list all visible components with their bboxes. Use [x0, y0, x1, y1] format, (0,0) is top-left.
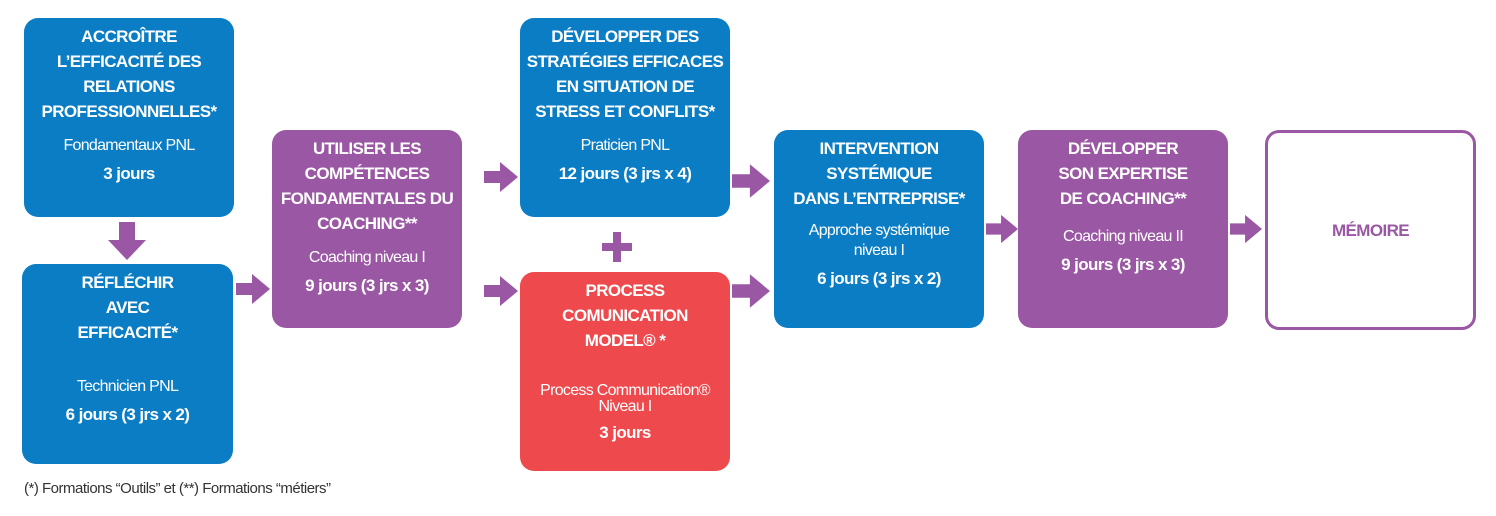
box-subtitle: Praticien PNL — [580, 137, 670, 154]
box-duration: 3 jours — [599, 423, 651, 442]
box-title: RÉFLÉCHIR AVEC EFFICACITÉ* — [77, 273, 178, 342]
box-subtitle: Coaching niveau II — [1063, 228, 1184, 245]
box-subtitle: Coaching niveau I — [308, 249, 426, 266]
arrow-right-icon — [1230, 214, 1262, 244]
arrow-right-icon — [732, 274, 770, 308]
box-relations-professionnelles: ACCROÎTRE L’EFFICACITÉ DES RELATIONS PRO… — [24, 18, 234, 217]
box-subtitle: Fondamentaux PNL — [63, 137, 195, 154]
box-process-communication: PROCESS COMUNICATION MODEL® * Process Co… — [520, 272, 730, 471]
box-subtitle: Approche systémique niveau I — [808, 222, 950, 259]
plus-icon — [602, 232, 632, 262]
arrow-right-icon — [484, 276, 518, 306]
box-duration: 3 jours — [103, 164, 155, 183]
box-memoire: MÉMOIRE — [1265, 130, 1476, 330]
box-subtitle: Process Communication® Niveau I — [540, 382, 710, 415]
arrow-right-icon — [732, 164, 770, 198]
box-title: ACCROÎTRE L’EFFICACITÉ DES RELATIONS PRO… — [41, 27, 218, 121]
box-title: INTERVENTION SYSTÉMIQUE DANS L’ENTREPRIS… — [793, 139, 965, 208]
box-strategies: DÉVELOPPER DES STRATÉGIES EFFICACES EN S… — [520, 18, 730, 217]
box-coaching-2: DÉVELOPPER SON EXPERTISE DE COACHING** C… — [1018, 130, 1228, 328]
box-duration: 6 jours (3 jrs x 2) — [817, 269, 941, 288]
box-title: UTILISER LES COMPÉTENCES FONDAMENTALES D… — [280, 139, 454, 233]
footnote: (*) Formations “Outils” et (**) Formatio… — [24, 480, 331, 497]
box-title: DÉVELOPPER DES STRATÉGIES EFFICACES EN S… — [526, 27, 724, 121]
arrow-right-icon — [986, 214, 1018, 244]
arrow-right-icon — [236, 274, 270, 304]
box-duration: 9 jours (3 jrs x 3) — [305, 276, 429, 295]
box-reflechir: RÉFLÉCHIR AVEC EFFICACITÉ* Technicien PN… — [22, 264, 233, 464]
box-title: DÉVELOPPER SON EXPERTISE DE COACHING** — [1058, 139, 1188, 208]
arrow-down-icon — [108, 222, 146, 260]
box-duration: 6 jours (3 jrs x 2) — [65, 405, 190, 424]
box-intervention-systemique: INTERVENTION SYSTÉMIQUE DANS L’ENTREPRIS… — [774, 130, 984, 328]
box-duration: 9 jours (3 jrs x 3) — [1061, 255, 1185, 274]
arrow-right-icon — [484, 162, 518, 192]
box-subtitle: Technicien PNL — [76, 378, 179, 395]
box-title: PROCESS COMUNICATION MODEL® * — [562, 281, 688, 350]
box-coaching-1: UTILISER LES COMPÉTENCES FONDAMENTALES D… — [272, 130, 462, 328]
box-title: MÉMOIRE — [1331, 220, 1410, 240]
box-duration: 12 jours (3 jrs x 4) — [558, 164, 692, 183]
